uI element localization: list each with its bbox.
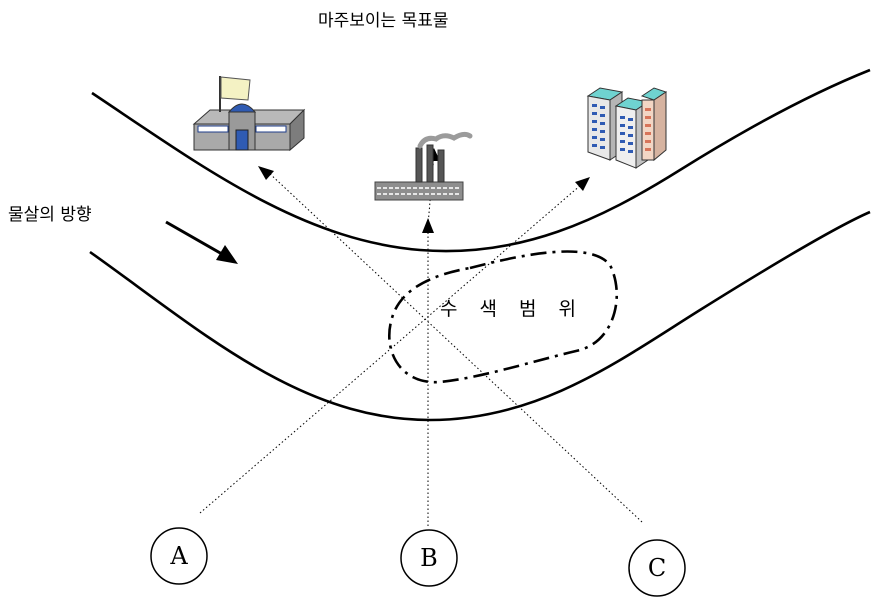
flow-arrow-head <box>216 245 238 264</box>
flow-direction-label: 물살의 방향 <box>8 205 92 225</box>
river-lower-bank <box>89 210 871 422</box>
arrowhead-a <box>575 177 590 191</box>
river-upper-bank <box>91 68 871 253</box>
observer-circle-c <box>628 539 686 597</box>
diagram-title: 마주보이는 목표물 <box>318 11 449 31</box>
arrowhead-b <box>422 218 434 233</box>
observer-label-c: C <box>647 554 667 582</box>
observer-label-b: B <box>420 544 438 572</box>
observer-circle-a <box>150 527 208 585</box>
sightline-a <box>199 183 583 514</box>
search-area-boundary <box>387 250 618 384</box>
search-area-label: 수 색 범 위 <box>440 298 585 320</box>
factory-with-flag-icon <box>192 76 306 152</box>
observer-circle-b <box>400 529 458 587</box>
sightline-c <box>267 171 643 523</box>
apartment-buildings-icon <box>586 87 668 169</box>
arrowhead-c <box>258 166 274 180</box>
smokestack-factory-icon <box>374 131 473 201</box>
observer-label-a: A <box>170 542 188 570</box>
flow-arrow-shaft <box>165 220 223 256</box>
